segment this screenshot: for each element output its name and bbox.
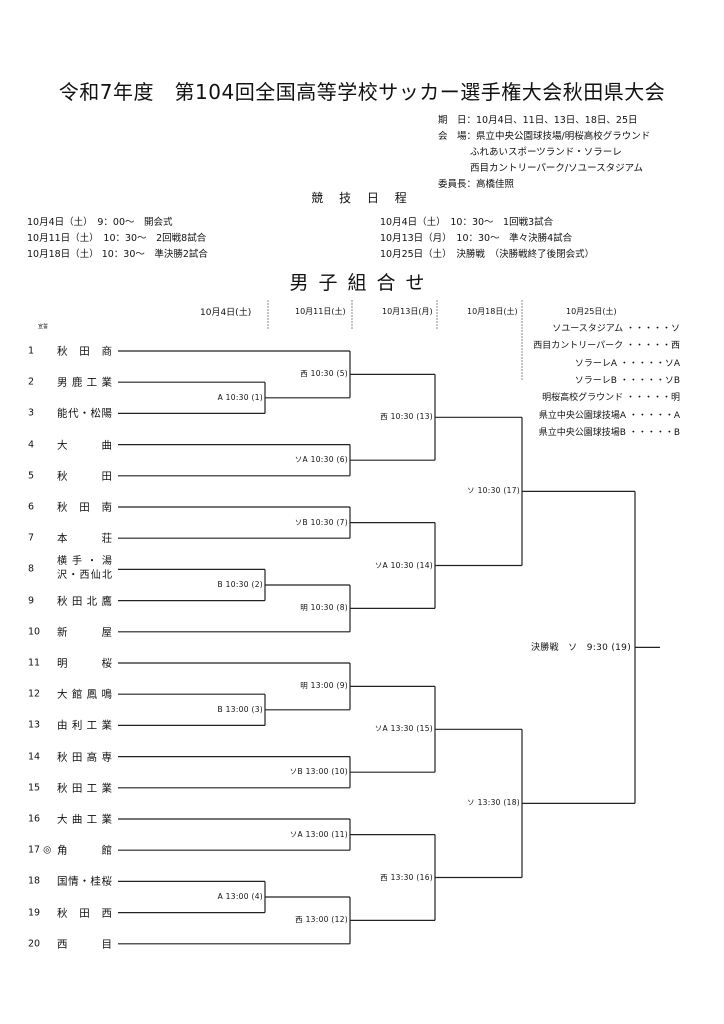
column-date-final: 10月25日(土)	[566, 307, 617, 316]
column-date-round2: 10月11日(土)	[295, 307, 346, 316]
team-number: 8	[28, 563, 35, 575]
team-number: 17 ◎	[28, 844, 52, 856]
match-label-19: 決勝戦 ソ 9:30 (19)	[530, 643, 631, 654]
match-label-10: ソB 13:00 (10)	[289, 767, 348, 777]
team-name: 国情・桂桜	[57, 875, 112, 888]
info-venue-3: 西目カントリーパーク/ソユースタジアム	[470, 163, 643, 174]
team-name: 角館	[57, 844, 112, 857]
team-name: 本荘	[57, 532, 112, 545]
team-number: 11	[28, 657, 41, 669]
team-name: 西目	[57, 938, 112, 951]
venue-legend-item: 西目カントリーパーク ・・・・・西	[533, 341, 680, 352]
team-number: 16	[28, 813, 41, 825]
match-label-6: ソA 10:30 (6)	[294, 455, 348, 465]
team-number: 1	[28, 345, 35, 357]
team-number: 9	[28, 595, 35, 607]
team-number: 12	[28, 688, 41, 700]
match-label-8: 明 10:30 (8)	[300, 603, 348, 613]
team-name: 新屋	[57, 626, 112, 639]
page-title: 令和7年度 第104回全国高等学校サッカー選手権大会秋田県大会	[58, 80, 666, 104]
team-name: 大館鳳鳴	[57, 688, 112, 701]
schedule-item: 10月25日（土） 決勝戦 （決勝戦終了後閉会式）	[380, 249, 595, 260]
team-name: 横手・湯沢・西仙北	[57, 556, 112, 582]
match-label-13: 西 10:30 (13)	[380, 412, 433, 422]
oath-note: 宣誓	[38, 324, 49, 330]
column-date-round1: 10月4日(土)	[200, 308, 252, 318]
team-number: 7	[28, 532, 35, 544]
venue-legend-item: ソラーレA ・・・・・ソA	[574, 358, 680, 369]
match-label-17: ソ 10:30 (17)	[467, 486, 520, 496]
schedule-item: 10月4日（土） 9：00～ 開会式	[27, 217, 173, 228]
team-name: 秋田工業	[57, 782, 112, 795]
match-label-9: 明 13:00 (9)	[300, 681, 348, 691]
schedule-item: 10月11日（土） 10：30～ 2回戦8試合	[27, 233, 207, 244]
match-label-18: ソ 13:30 (18)	[467, 798, 520, 808]
team-number: 18	[28, 875, 41, 887]
info-dates: 期 日：10月4日、11日、13日、18日、25日	[438, 115, 638, 126]
match-label-4: A 13:00 (4)	[217, 892, 263, 902]
match-label-3: B 13:00 (3)	[217, 704, 263, 714]
schedule-heading: 競 技 日 程	[311, 191, 413, 205]
team-number: 3	[28, 407, 35, 419]
team-number: 4	[28, 439, 35, 451]
match-label-15: ソA 13:30 (15)	[374, 724, 433, 734]
schedule-item: 10月13日（月） 10：30～ 準々決勝4試合	[380, 233, 573, 244]
info-venue-2: ふれあいスポーツランド・ソラーレ	[470, 147, 622, 158]
team-number: 19	[28, 907, 41, 919]
team-name: 秋田北鷹	[57, 595, 112, 608]
match-label-12: 西 13:00 (12)	[295, 915, 348, 925]
team-number: 6	[28, 501, 35, 513]
team-number: 5	[28, 470, 35, 482]
team-number: 13	[28, 719, 41, 731]
team-number: 20	[28, 938, 41, 950]
match-label-14: ソA 10:30 (14)	[374, 560, 433, 570]
match-label-11: ソA 13:00 (11)	[289, 829, 348, 839]
schedule-item: 10月18日（土） 10：30～ 準決勝2試合	[27, 249, 208, 260]
team-name: 由利工業	[57, 719, 112, 732]
venue-legend-item: 県立中央公園球技場B ・・・・・B	[538, 427, 680, 438]
team-name: 秋田商	[57, 345, 112, 358]
team-name: 秋田	[57, 470, 112, 483]
match-label-16: 西 13:30 (16)	[380, 872, 433, 882]
info-venue: 会 場：県立中央公園球技場/明桜高校グラウンド	[438, 131, 651, 142]
team-name: 能代・松陽	[57, 407, 112, 420]
team-number: 15	[28, 782, 41, 794]
venue-legend-item: ソユースタジアム ・・・・・ソ	[552, 324, 680, 334]
match-label-7: ソB 10:30 (7)	[294, 517, 348, 527]
info-chair: 委員長：高橋佳照	[438, 179, 515, 190]
column-date-round4: 10月18日(土)	[467, 307, 518, 316]
match-label-5: 西 10:30 (5)	[300, 369, 348, 379]
team-name: 明桜	[57, 657, 112, 670]
venue-legend-item: 県立中央公園球技場A ・・・・・A	[538, 410, 680, 421]
team-number: 2	[28, 376, 35, 388]
match-label-2: B 10:30 (2)	[217, 580, 263, 590]
venue-legend-item: ソラーレB ・・・・・ソB	[574, 375, 680, 386]
team-name: 大曲工業	[57, 813, 112, 826]
schedule-item: 10月4日（土） 10：30～ 1回戦3試合	[380, 217, 554, 228]
team-number: 10	[28, 626, 41, 638]
team-number: 14	[28, 751, 41, 763]
bracket-title: 男子組合せ	[289, 272, 435, 294]
venue-legend-item: 明桜高校グラウンド ・・・・・明	[542, 393, 680, 404]
team-name: 秋田南	[57, 501, 112, 514]
team-name: 秋田西	[57, 907, 112, 920]
team-name: 大曲	[57, 439, 112, 452]
column-date-round3: 10月13日(月)	[382, 307, 433, 316]
team-name: 男鹿工業	[57, 376, 112, 389]
team-name: 秋田高専	[57, 751, 112, 764]
match-label-1: A 10:30 (1)	[217, 392, 263, 402]
